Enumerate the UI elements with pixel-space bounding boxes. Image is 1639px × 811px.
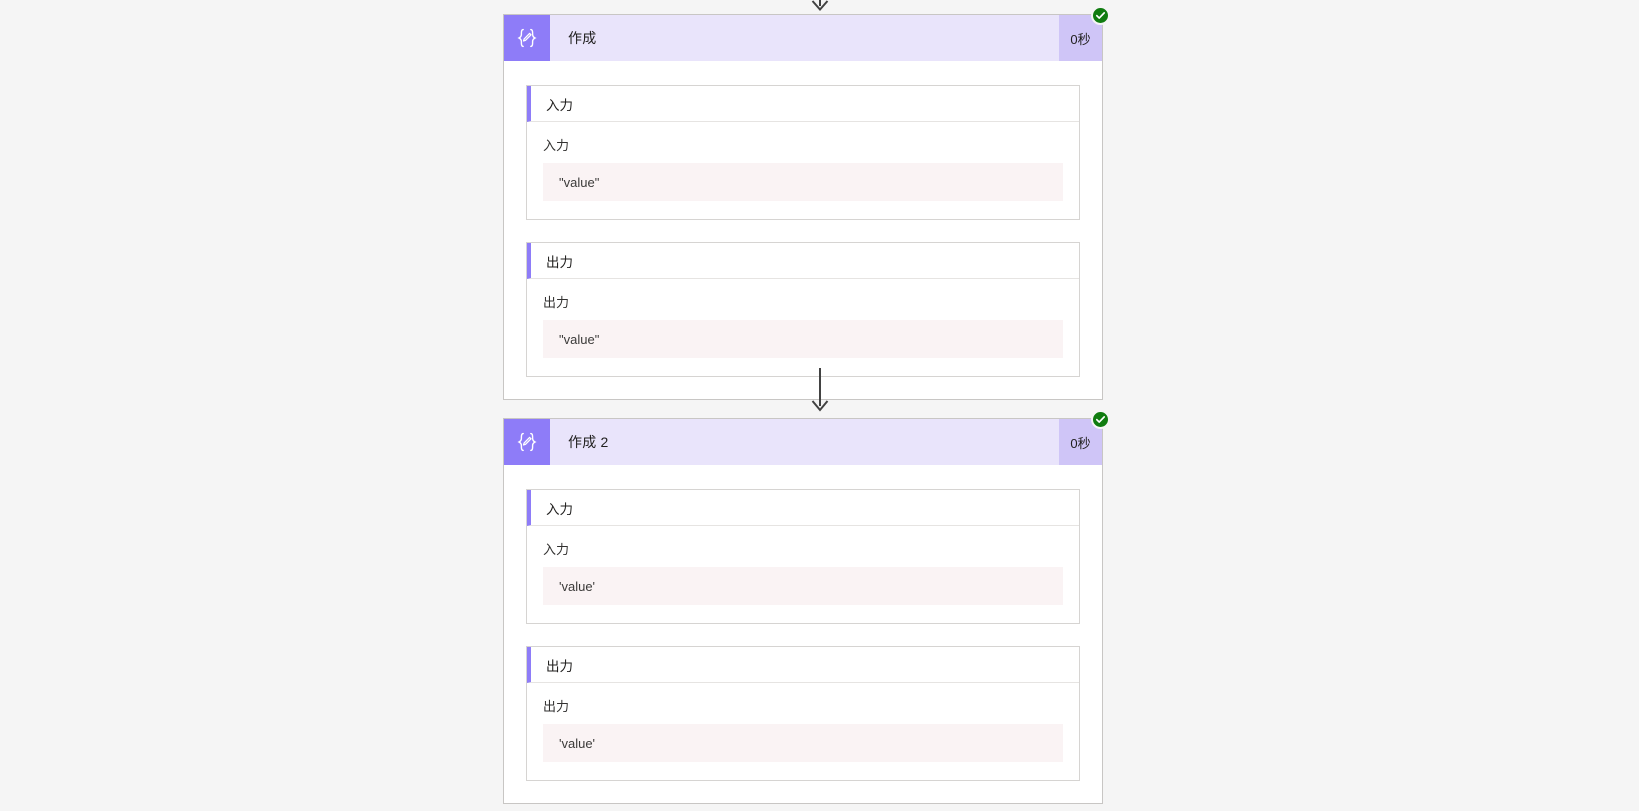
inputs-block: 入力 入力 "value" bbox=[526, 85, 1080, 220]
inputs-section-content: 入力 'value' bbox=[527, 526, 1079, 623]
outputs-field-label: 出力 bbox=[543, 295, 570, 310]
action-card-body: 入力 入力 'value' 出力 出力 'value' bbox=[504, 465, 1102, 803]
action-card-header[interactable]: 作成 2 0秒 bbox=[504, 410, 1110, 465]
action-card-header[interactable]: 作成 0秒 bbox=[504, 6, 1110, 61]
inputs-section-header: 入力 bbox=[527, 490, 1079, 526]
outputs-value[interactable]: 'value' bbox=[543, 724, 1063, 762]
outputs-block: 出力 出力 "value" bbox=[526, 242, 1080, 377]
success-check-icon bbox=[1091, 410, 1110, 429]
outputs-value[interactable]: "value" bbox=[543, 320, 1063, 358]
inputs-field-label: 入力 bbox=[543, 138, 570, 153]
outputs-section-header: 出力 bbox=[527, 243, 1079, 279]
outputs-section-content: 出力 'value' bbox=[527, 683, 1079, 780]
connector-top bbox=[0, 0, 1639, 14]
action-card-compose-2[interactable]: 作成 2 0秒 入力 入力 'value' 出力 bbox=[503, 410, 1110, 804]
compose-braces-pencil-icon bbox=[504, 15, 550, 61]
success-check-icon bbox=[1091, 6, 1110, 25]
action-card-body: 入力 入力 "value" 出力 出力 "value" bbox=[504, 61, 1102, 399]
inputs-field-label: 入力 bbox=[543, 542, 570, 557]
action-card-compose-1[interactable]: 作成 0秒 入力 入力 "value" 出力 bbox=[503, 6, 1110, 400]
inputs-section-header: 入力 bbox=[527, 86, 1079, 122]
outputs-section-content: 出力 "value" bbox=[527, 279, 1079, 376]
inputs-value[interactable]: "value" bbox=[543, 163, 1063, 201]
inputs-section: 入力 入力 'value' bbox=[526, 489, 1080, 624]
outputs-block: 出力 出力 'value' bbox=[526, 646, 1080, 781]
action-title: 作成 2 bbox=[568, 434, 609, 450]
action-title: 作成 bbox=[568, 30, 597, 46]
outputs-section: 出力 出力 "value" bbox=[526, 242, 1080, 377]
outputs-section-header: 出力 bbox=[527, 647, 1079, 683]
inputs-section: 入力 入力 "value" bbox=[526, 85, 1080, 220]
inputs-value[interactable]: 'value' bbox=[543, 567, 1063, 605]
outputs-field-label: 出力 bbox=[543, 699, 570, 714]
inputs-block: 入力 入力 'value' bbox=[526, 489, 1080, 624]
inputs-section-content: 入力 "value" bbox=[527, 122, 1079, 219]
outputs-section: 出力 出力 'value' bbox=[526, 646, 1080, 781]
arrow-down-icon bbox=[811, 0, 828, 12]
compose-braces-pencil-icon bbox=[504, 419, 550, 465]
